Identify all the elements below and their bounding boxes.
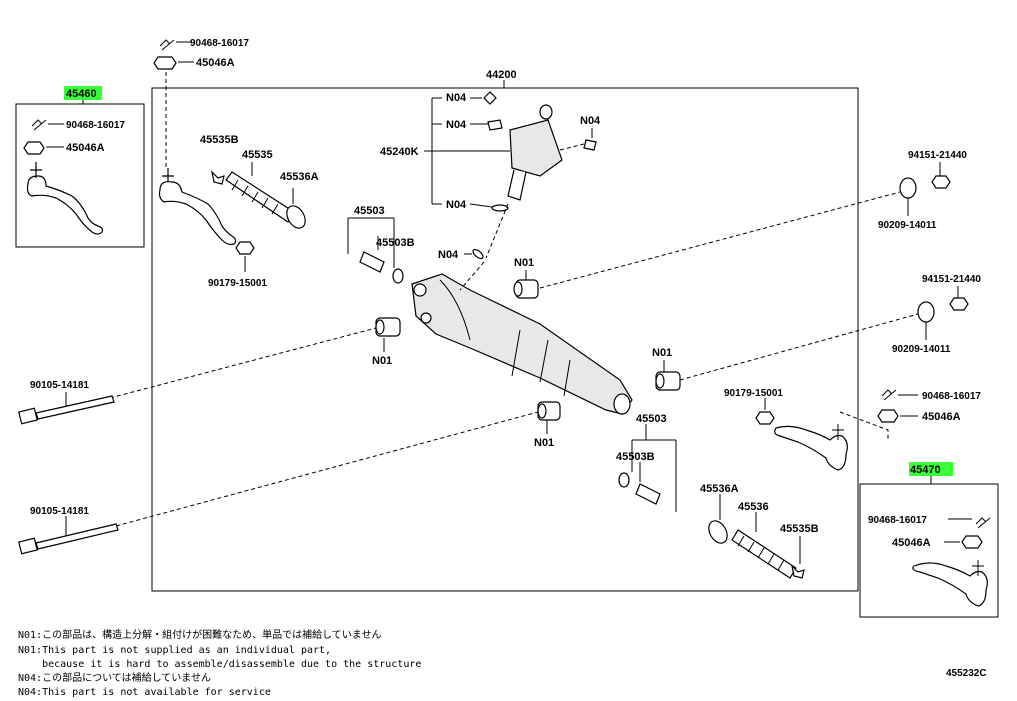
label-45535B-left: 45535B (200, 134, 239, 146)
label-n04-c: N04 (580, 115, 601, 127)
right-inset-box (859, 483, 999, 618)
label-n01-b: N01 (372, 355, 392, 367)
label-45536A-left: 45536A (280, 171, 319, 183)
label-90105-b: 90105-14181 (30, 506, 89, 517)
top-clip-icon (159, 39, 175, 51)
right-small-clip (791, 564, 805, 579)
note-line-2: N01:This part is not supplied as an indi… (18, 645, 331, 656)
bushing-n01-a (513, 279, 539, 299)
steering-gear-housing (411, 273, 633, 415)
label-94151-a: 94151-21440 (908, 150, 967, 161)
label-n01-d: N01 (534, 437, 554, 449)
label-left-box-clip: 90468-16017 (66, 120, 125, 131)
label-90468-right: 90468-16017 (922, 391, 981, 402)
note-line-3: because it is hard to assemble/disassemb… (18, 659, 421, 670)
right-nut-a (931, 175, 951, 189)
bushing-n01-b (375, 317, 401, 337)
label-n04-a: N04 (446, 92, 467, 104)
right-lock-washer (618, 472, 630, 488)
right-box-nut-icon (961, 535, 983, 549)
n04-part-b (487, 119, 503, 131)
label-45503B-right: 45503B (616, 451, 655, 463)
label-90179-right: 90179-15001 (724, 388, 783, 399)
mounting-bolt-a (18, 395, 115, 425)
right-boot-clamp (708, 520, 728, 544)
label-45536-right: 45536 (738, 501, 769, 513)
right-washer-a (899, 177, 917, 199)
tie-rod-end-icon (26, 162, 104, 235)
n04-part-e (472, 248, 484, 260)
assembly-frame (151, 87, 859, 592)
label-top-nut: 45046A (196, 57, 235, 69)
note-line-4: N04:この部品については補給していません (18, 671, 211, 684)
label-45503-left: 45503 (354, 205, 385, 217)
right-nut-b (949, 297, 969, 311)
label-45536A-right: 45536A (700, 483, 739, 495)
right-nut-icon (877, 409, 899, 423)
note-line-1: N01:この部品は、構造上分解・組付けが困難なため、単品では補給していません (18, 628, 381, 641)
left-tie-rod-end (158, 168, 237, 246)
right-tie-rod-end (774, 425, 848, 471)
label-94151-b: 94151-21440 (922, 274, 981, 285)
label-90209-a: 90209-14011 (878, 220, 937, 231)
n04-part-a (483, 91, 497, 105)
n04-part-d (491, 204, 509, 212)
right-tie-rod (635, 483, 701, 522)
right-washer-b (917, 301, 935, 323)
label-45240K: 45240K (380, 146, 419, 158)
bushing-n01-c (655, 371, 681, 391)
label-right-box-clip: 90468-16017 (868, 515, 927, 526)
label-assembly: 44200 (486, 69, 517, 81)
left-inset-box (15, 103, 145, 248)
right-jam-nut (755, 411, 775, 425)
right-box-tie-rod-end (912, 562, 988, 607)
n04-part-c (583, 139, 597, 151)
left-tie-rod (311, 226, 385, 273)
left-small-clip (211, 170, 225, 185)
right-box-highlight (909, 462, 953, 476)
nut-icon (23, 141, 45, 155)
right-boot (731, 529, 797, 579)
label-left-box-nut: 45046A (66, 142, 105, 154)
mounting-bolt-b (18, 523, 119, 555)
label-n01-a: N01 (514, 257, 534, 269)
label-n01-c: N01 (652, 347, 672, 359)
clip-icon (31, 119, 47, 131)
label-45503-right: 45503 (636, 413, 667, 425)
label-left-box: 45460 (66, 88, 97, 100)
label-n04-e: N04 (438, 249, 459, 261)
figure-code: 455232C (946, 668, 987, 679)
label-45503B-left: 45503B (376, 237, 415, 249)
pinion-valve-assembly (507, 104, 563, 201)
label-right-box: 45470 (910, 464, 941, 476)
label-90209-b: 90209-14011 (892, 344, 951, 355)
left-boot-clamp (286, 205, 306, 229)
label-n04-d: N04 (446, 199, 467, 211)
right-box-clip-icon (975, 517, 991, 529)
label-n04-b: N04 (446, 119, 467, 131)
left-box-highlight (64, 86, 102, 100)
top-nut-icon (153, 56, 177, 70)
label-top-clip: 90468-16017 (190, 38, 249, 49)
left-jam-nut (235, 241, 255, 255)
label-right-box-nut: 45046A (892, 537, 931, 549)
label-45535B-right: 45535B (780, 523, 819, 535)
note-line-5: N04:This part is not available for servi… (18, 687, 271, 698)
label-90105-a: 90105-14181 (30, 380, 89, 391)
bushing-n01-d (537, 401, 561, 421)
label-90179-left: 90179-15001 (208, 278, 267, 289)
label-45046A-right: 45046A (922, 411, 961, 423)
right-clip-icon (881, 389, 897, 401)
left-lock-washer (392, 268, 404, 284)
label-45535-left: 45535 (242, 149, 273, 161)
